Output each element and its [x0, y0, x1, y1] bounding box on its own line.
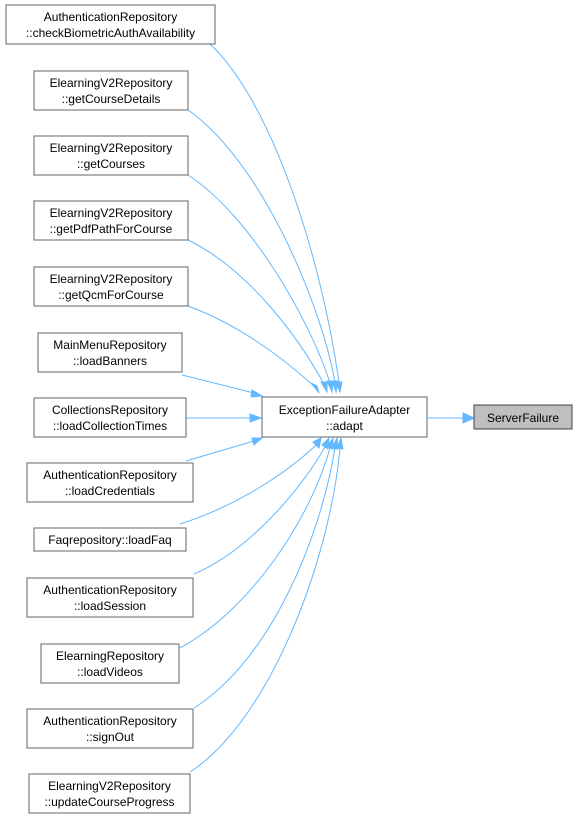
node-getPdfPathForCourse[interactable]: ElearningV2Repository ::getPdfPathForCou… — [33, 200, 189, 241]
edge-loadSession-to-adapt — [193, 446, 326, 575]
edge-loadFaq-to-adapt — [179, 444, 317, 525]
node-label-method: ::updateCourseProgress — [44, 795, 174, 809]
node-loadBanners[interactable]: MainMenuRepository ::loadBanners — [37, 332, 183, 373]
node-label-method: ::adapt — [326, 419, 363, 433]
node-label-class: AuthenticationRepository — [43, 714, 176, 728]
node-label-method: ::signOut — [86, 730, 135, 744]
node-label-method: ::getCourseDetails — [62, 92, 161, 106]
node-label-class: ServerFailure — [487, 411, 559, 425]
arrowhead — [312, 437, 322, 450]
node-loadFaq[interactable]: Faqrepository::loadFaq — [33, 527, 187, 552]
node-label-class: ElearningRepository — [56, 649, 164, 663]
arrowhead — [326, 380, 334, 394]
node-label-class: AuthenticationRepository — [44, 10, 177, 24]
node-label-method: ::getCourses — [77, 157, 145, 171]
arrowhead — [310, 382, 320, 394]
node-loadCredentials[interactable]: AuthenticationRepository ::loadCredentia… — [26, 462, 194, 503]
arrowhead — [320, 381, 328, 394]
node-label-method: ::loadVideos — [77, 665, 143, 679]
edge-checkBiometric-to-adapt — [209, 43, 340, 383]
node-label-method: ::loadBanners — [73, 354, 147, 368]
node-label-method: ::checkBiometricAuthAvailability — [26, 26, 195, 40]
node-label-class: CollectionsRepository — [52, 403, 168, 417]
node-label-method: ::loadSession — [74, 599, 146, 613]
edge-getQcm-to-adapt — [187, 305, 315, 387]
node-label-method: ::loadCollectionTimes — [53, 419, 167, 433]
node-getQcmForCourse[interactable]: ElearningV2Repository ::getQcmForCourse — [33, 266, 189, 307]
node-label-method: ::getQcmForCourse — [58, 288, 164, 302]
edge-getCourseDetails-to-adapt — [187, 109, 336, 383]
node-getCourses[interactable]: ElearningV2Repository ::getCourses — [33, 135, 189, 176]
node-loadCollectionTimes[interactable]: CollectionsRepository ::loadCollectionTi… — [33, 397, 187, 438]
node-updateCourseProgress[interactable]: ElearningV2Repository ::updateCourseProg… — [28, 773, 191, 814]
edge-updateCourseProgress-to-adapt — [189, 447, 341, 773]
node-label-class: AuthenticationRepository — [43, 468, 176, 482]
arrowhead — [326, 436, 334, 450]
edge-signOut-to-adapt — [193, 447, 336, 709]
node-label-class: ElearningV2Repository — [50, 76, 173, 90]
arrowhead — [331, 380, 339, 394]
arrowhead — [251, 437, 264, 446]
node-serverFailure[interactable]: ServerFailure — [473, 404, 573, 430]
arrowhead — [331, 436, 339, 450]
node-label-method: Faqrepository::loadFaq — [48, 533, 171, 547]
arrowhead — [462, 412, 476, 424]
node-label-class: ElearningV2Repository — [48, 779, 171, 793]
edge-getCourses-to-adapt — [187, 174, 331, 384]
node-exceptionFailureAdapter-adapt[interactable]: ExceptionFailureAdapter ::adapt — [261, 396, 428, 438]
node-label-class: ExceptionFailureAdapter — [279, 403, 410, 417]
node-getCourseDetails[interactable]: ElearningV2Repository ::getCourseDetails — [33, 70, 189, 111]
edge-loadBanners-to-adapt — [181, 374, 255, 394]
node-label-method: ::getPdfPathForCourse — [50, 222, 173, 236]
edges — [179, 43, 476, 773]
node-signOut[interactable]: AuthenticationRepository ::signOut — [26, 708, 194, 749]
arrowhead — [250, 389, 264, 398]
node-checkBiometricAuthAvailability[interactable]: AuthenticationRepository ::checkBiometri… — [5, 4, 216, 45]
node-label-class: ElearningV2Repository — [50, 141, 173, 155]
node-label-class: MainMenuRepository — [53, 338, 166, 352]
arrowhead — [249, 413, 263, 423]
node-loadSession[interactable]: AuthenticationRepository ::loadSession — [26, 577, 194, 618]
node-label-method: ::loadCredentials — [65, 484, 155, 498]
node-label-class: ElearningV2Repository — [50, 272, 173, 286]
node-label-class: ElearningV2Repository — [50, 206, 173, 220]
edge-getPdfPath-to-adapt — [187, 239, 325, 385]
edge-loadCredentials-to-adapt — [185, 440, 255, 462]
node-label-class: AuthenticationRepository — [43, 583, 176, 597]
arrowhead — [336, 436, 344, 450]
node-loadVideos[interactable]: ElearningRepository ::loadVideos — [40, 643, 180, 684]
edge-loadVideos-to-adapt — [179, 447, 331, 649]
